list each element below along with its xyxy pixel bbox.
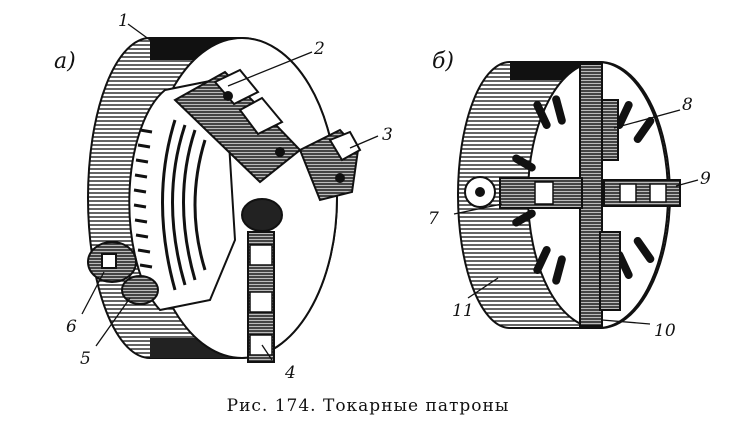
callout-4: 4 xyxy=(284,363,296,383)
key-socket xyxy=(87,241,137,283)
jaw-right-b xyxy=(603,179,681,207)
leader-lines xyxy=(81,23,699,361)
callout-1: 1 xyxy=(118,11,129,31)
three-jaw-chuck xyxy=(87,37,362,363)
bevel-pinion xyxy=(121,275,159,305)
jaw-top xyxy=(601,99,619,161)
four-jaw-chuck xyxy=(457,61,681,329)
callout-8: 8 xyxy=(682,95,693,115)
callout-9: 9 xyxy=(700,169,711,189)
callout-2: 2 xyxy=(313,39,325,59)
callout-3: 3 xyxy=(382,125,393,145)
callout-6: 6 xyxy=(66,317,77,337)
jaw-right xyxy=(298,128,362,202)
callout-10: 10 xyxy=(654,321,676,341)
ring-gear xyxy=(133,128,153,269)
jaw-lower xyxy=(241,198,283,363)
scroll-spiral xyxy=(161,119,207,291)
jaw-bottom xyxy=(599,231,621,311)
figure-caption: Рис. 174. Токарные патроны xyxy=(226,396,510,416)
jaw-upper xyxy=(173,68,302,184)
section-strip xyxy=(579,63,603,327)
jaw-left xyxy=(464,176,583,209)
callout-5: 5 xyxy=(80,349,91,369)
panel-label-a: а) xyxy=(54,49,76,74)
callout-11: 11 xyxy=(452,301,474,321)
callout-7: 7 xyxy=(428,209,439,229)
panel-label-b: б) xyxy=(432,49,454,74)
face-slots xyxy=(512,95,655,285)
